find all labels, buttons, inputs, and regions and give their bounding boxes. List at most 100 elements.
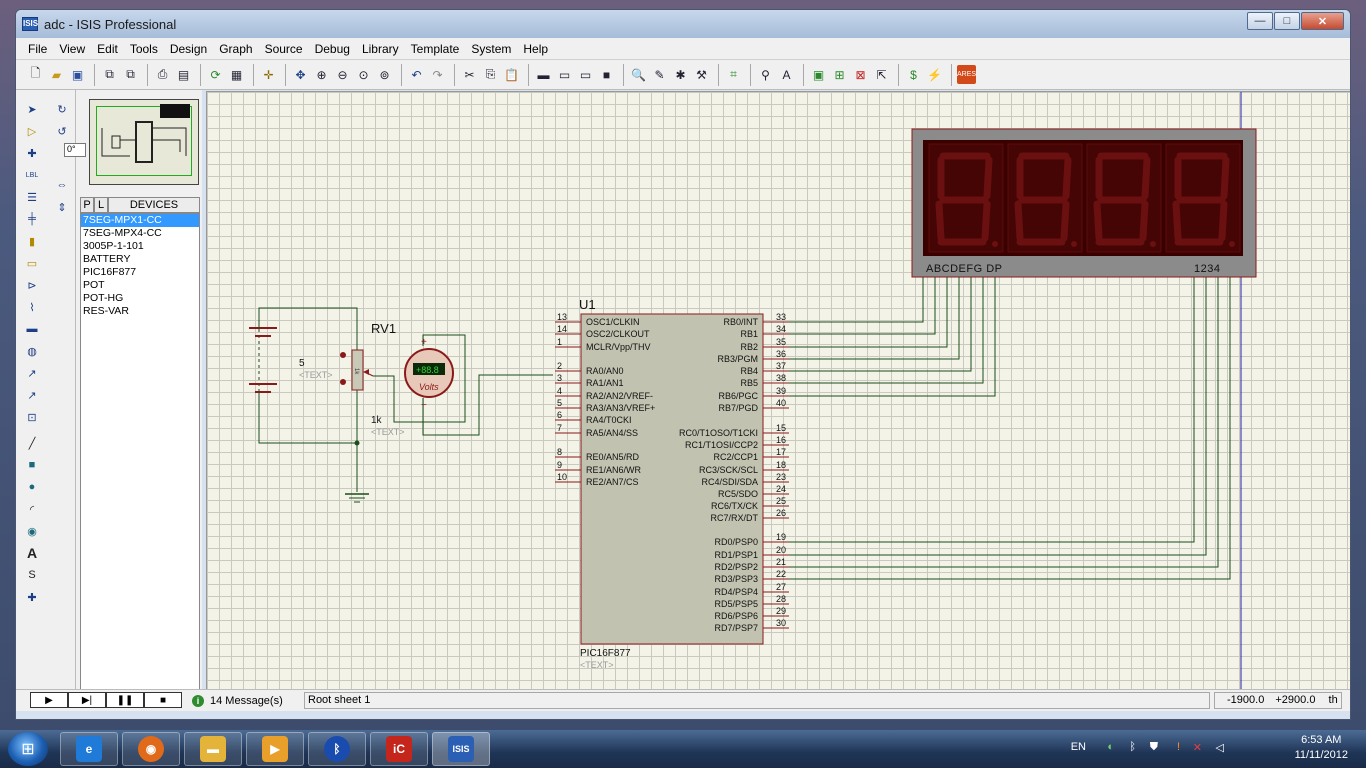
circle-tool-icon[interactable]: ● <box>28 481 36 493</box>
tray-alert-icon[interactable]: ! <box>1176 741 1180 753</box>
marker-tool-icon[interactable]: ✚ <box>27 591 37 604</box>
block-rotate-icon[interactable]: ▭ <box>579 67 592 82</box>
pause-button[interactable]: ❚❚ <box>106 692 144 708</box>
print-icon[interactable]: ⎙ <box>157 67 168 81</box>
taskbar-bluetooth[interactable]: ᛒ <box>308 732 366 766</box>
current-probe-icon[interactable]: ↗ <box>27 389 37 402</box>
voltage-probe-icon[interactable]: ↗ <box>27 367 37 380</box>
messages-indicator[interactable]: i 14 Message(s) <box>192 692 283 709</box>
import-section-icon[interactable]: ⧉ <box>105 67 114 81</box>
title-bar[interactable]: ISIS adc - ISIS Professional — □ ✕ <box>16 10 1350 38</box>
tray-network-icon[interactable]: ✕ <box>1192 742 1202 754</box>
save-icon[interactable]: ▣ <box>71 67 84 82</box>
rotate-clockwise-icon[interactable]: ↻ <box>57 103 67 116</box>
ground-symbol[interactable] <box>345 493 369 503</box>
device-item-pot-hg[interactable]: POT-HG <box>83 292 124 304</box>
device-item-res-var[interactable]: RES-VAR <box>83 305 129 317</box>
bill-of-materials-icon[interactable]: $ <box>910 67 917 82</box>
maximize-button[interactable]: □ <box>1274 12 1300 30</box>
start-button[interactable]: ⊞ <box>8 732 48 766</box>
block-delete-icon[interactable]: ■ <box>602 67 611 82</box>
menu-file[interactable]: File <box>28 41 48 56</box>
menu-source[interactable]: Source <box>264 41 303 56</box>
potentiometer-rv1[interactable]: 1k <box>340 349 374 391</box>
line-tool-icon[interactable]: ╱ <box>28 437 36 450</box>
device-item-pic16f877[interactable]: PIC16F877 <box>83 266 137 278</box>
copy-icon[interactable]: ⎘ <box>485 67 496 81</box>
menu-view[interactable]: View <box>59 41 86 56</box>
seven-segment-display[interactable]: ABCDEFG DP 1234 <box>911 128 1257 278</box>
play-button[interactable]: ▶ <box>30 692 68 708</box>
menu-help[interactable]: Help <box>523 41 549 56</box>
menu-system[interactable]: System <box>471 41 512 56</box>
device-item-3005p[interactable]: 3005P-1-101 <box>83 240 144 252</box>
cut-icon[interactable]: ✂ <box>464 67 475 82</box>
text-script-icon[interactable]: ☰ <box>27 191 37 204</box>
remove-sheet-icon[interactable]: ⊠ <box>855 67 866 82</box>
taskbar-explorer[interactable]: ▬ <box>184 732 242 766</box>
refresh-icon[interactable]: ⟳ <box>210 67 221 82</box>
mirror-horizontal-icon[interactable]: ⇔ <box>56 179 68 191</box>
buses-icon[interactable]: ╪ <box>28 213 36 225</box>
overview-window[interactable] <box>89 99 199 185</box>
make-device-icon[interactable]: ✎ <box>654 67 665 82</box>
menu-edit[interactable]: Edit <box>97 41 118 56</box>
menu-debug[interactable]: Debug <box>314 41 350 56</box>
device-item-7seg-mpx4-cc[interactable]: 7SEG-MPX4-CC <box>83 227 162 239</box>
taskbar-isis[interactable]: ISIS <box>432 732 490 766</box>
step-button[interactable]: ▶| <box>68 692 106 708</box>
electrical-rule-check-icon[interactable]: ⚡ <box>927 67 942 82</box>
arc-tool-icon[interactable]: ◜ <box>29 503 35 516</box>
redo-icon[interactable]: ↷ <box>432 67 443 82</box>
pic16f877-chip[interactable] <box>580 313 764 645</box>
origin-icon[interactable]: ✛ <box>263 67 274 82</box>
voltmeter[interactable]: +88.8 Volts + − <box>404 337 454 411</box>
wire-autorouter-icon[interactable]: ⌗ <box>730 67 737 81</box>
component-mode-icon[interactable]: ▷ <box>27 125 37 138</box>
block-move-icon[interactable]: ▭ <box>558 67 571 82</box>
packaging-tool-icon[interactable]: ✱ <box>675 67 686 82</box>
netlist-to-ares-icon[interactable]: ARES <box>957 65 976 84</box>
text-tool-icon[interactable]: A <box>26 545 38 561</box>
taskbar-firefox[interactable]: ◉ <box>122 732 180 766</box>
new-sheet-icon[interactable]: ▣ <box>812 67 825 82</box>
virtual-instruments-icon[interactable]: ⊡ <box>27 411 37 424</box>
new-file-icon[interactable]: 🗋 <box>30 66 41 80</box>
close-button[interactable]: ✕ <box>1301 12 1344 30</box>
tray-app-icon[interactable]: ◐ <box>1107 741 1114 753</box>
menu-template[interactable]: Template <box>410 41 460 56</box>
device-pins-icon[interactable]: ⊳ <box>27 279 37 292</box>
export-section-icon[interactable]: ⧉ <box>126 67 135 81</box>
print-area-icon[interactable]: ▤ <box>177 67 190 82</box>
zoom-out-icon[interactable]: ⊖ <box>337 67 348 82</box>
minimize-button[interactable]: — <box>1247 12 1273 30</box>
clock[interactable]: 6:53 AM 11/11/2012 <box>1295 733 1348 763</box>
subcircuit-icon[interactable]: ▮ <box>28 235 36 248</box>
device-item-pot[interactable]: POT <box>83 279 105 291</box>
wire-label-icon[interactable]: LBL <box>25 171 39 179</box>
rotation-field[interactable]: 0° <box>64 143 86 157</box>
device-item-7seg-mpx1-cc[interactable]: 7SEG-MPX1-CC <box>81 214 199 227</box>
box-tool-icon[interactable]: ■ <box>28 459 36 471</box>
stop-button[interactable]: ■ <box>144 692 182 708</box>
language-indicator[interactable]: EN <box>1070 741 1086 753</box>
graph-mode-icon[interactable]: ⌇ <box>29 301 35 314</box>
generator-icon[interactable]: ◍ <box>27 345 37 358</box>
property-assignment-icon[interactable]: A <box>782 67 791 82</box>
tray-volume-icon[interactable]: ◁ <box>1215 742 1224 754</box>
library-manager-tab[interactable]: L <box>94 197 108 213</box>
taskbar-ic-app[interactable]: iC <box>370 732 428 766</box>
zoom-area-icon[interactable]: ⊚ <box>379 67 390 82</box>
search-tag-icon[interactable]: ⚲ <box>761 67 770 82</box>
battery-component[interactable] <box>249 327 277 393</box>
add-sheet-icon[interactable]: ⊞ <box>834 67 845 82</box>
open-folder-icon[interactable]: ▰ <box>51 67 62 82</box>
selection-mode-icon[interactable]: ➤ <box>27 103 37 116</box>
pan-icon[interactable]: ✥ <box>295 67 306 82</box>
decompose-icon[interactable]: ⚒ <box>696 67 707 82</box>
pick-device-icon[interactable]: 🔍 <box>631 67 646 82</box>
symbol-tool-icon[interactable]: S <box>28 569 36 581</box>
tape-recorder-icon[interactable]: ▬ <box>26 323 38 335</box>
pick-devices-tab[interactable]: P <box>80 197 94 213</box>
tray-bluetooth-icon[interactable]: ᛒ <box>1129 741 1136 753</box>
